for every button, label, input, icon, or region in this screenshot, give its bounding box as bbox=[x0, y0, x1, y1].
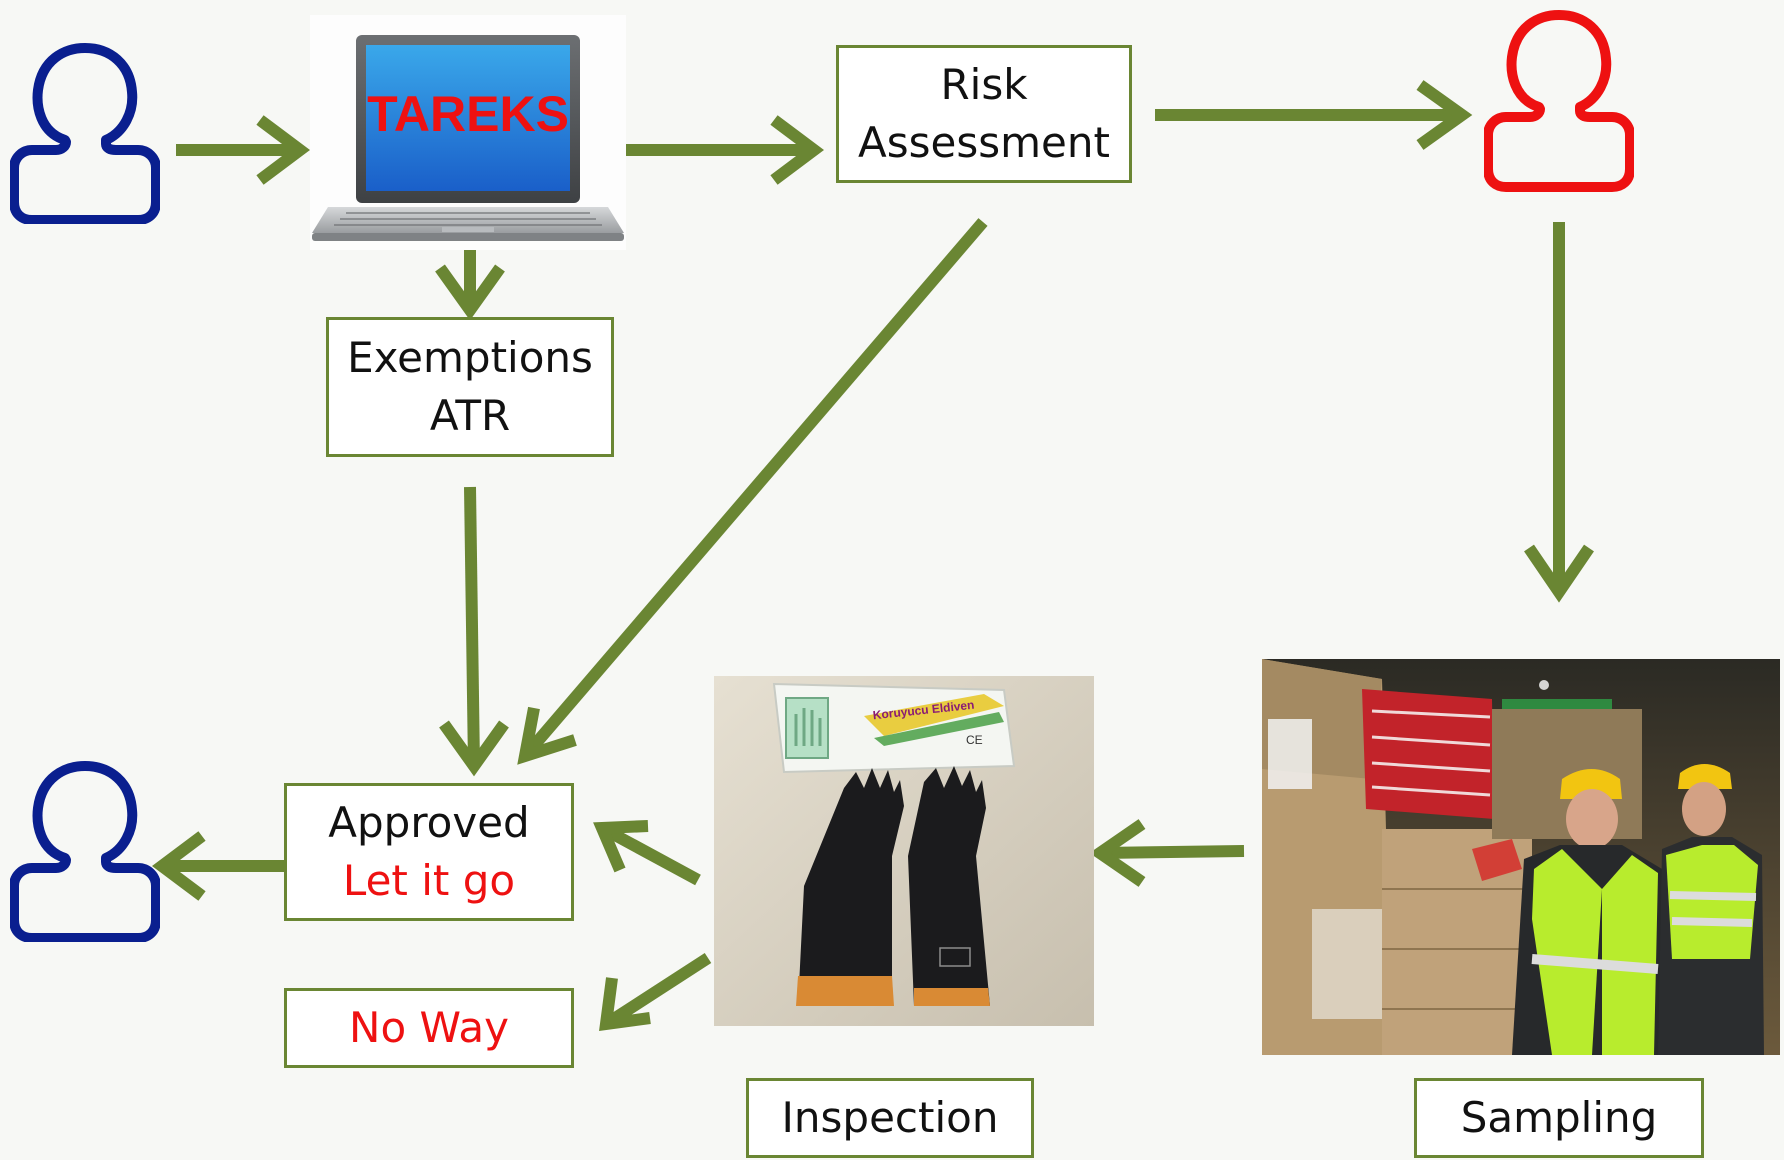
no-way-box: No Way bbox=[284, 988, 574, 1068]
risk-assessment-box: Risk Assessment bbox=[836, 45, 1132, 183]
exemptions-atr-box: Exemptions ATR bbox=[326, 317, 614, 457]
let-it-go-label: Let it go bbox=[342, 856, 516, 905]
risk-assessment-line2: Assessment bbox=[858, 118, 1110, 167]
arrow-inspector-to-sampling bbox=[1524, 222, 1594, 603]
no-way-label: No Way bbox=[349, 1003, 509, 1052]
exemptions-line2: ATR bbox=[429, 391, 511, 440]
arrow-inspection-to-approved bbox=[593, 820, 701, 886]
gloves-photo: Koruyucu Eldiven CE bbox=[714, 676, 1094, 1026]
arrow-risk-to-approved bbox=[517, 218, 988, 765]
inspection-label: Inspection bbox=[781, 1093, 999, 1142]
arrow-exemptions-to-approved bbox=[439, 486, 509, 777]
arrow-risk-to-inspector bbox=[1155, 80, 1473, 150]
arrow-sampling-to-inspection bbox=[1089, 819, 1245, 887]
risk-assessment-line1: Risk bbox=[940, 60, 1028, 109]
applicant-user-icon bbox=[10, 43, 160, 224]
inspection-box: Inspection bbox=[746, 1078, 1034, 1158]
arrow-applicant-to-tareks bbox=[176, 115, 310, 185]
laptop-icon: TAREKS bbox=[312, 35, 624, 241]
sampling-label: Sampling bbox=[1460, 1093, 1658, 1142]
tareks-laptop: TAREKS bbox=[310, 15, 626, 250]
sampling-box: Sampling bbox=[1414, 1078, 1704, 1158]
applicant-result-user-icon bbox=[10, 761, 160, 942]
warehouse-photo bbox=[1262, 659, 1780, 1055]
approved-label: Approved bbox=[328, 798, 530, 847]
exemptions-line1: Exemptions bbox=[347, 333, 593, 382]
arrow-tareks-to-risk bbox=[598, 115, 824, 185]
tareks-label: TAREKS bbox=[367, 86, 569, 142]
sampling-photo bbox=[1262, 659, 1780, 1055]
approved-box: Approved Let it go bbox=[284, 783, 574, 921]
gloves-ce-mark: CE bbox=[966, 733, 983, 747]
arrow-inspection-to-noway bbox=[599, 952, 712, 1032]
arrow-approved-to-applicant bbox=[152, 831, 286, 901]
inspector-user-icon bbox=[1484, 10, 1634, 192]
inspection-photo: Koruyucu Eldiven CE bbox=[714, 676, 1094, 1026]
